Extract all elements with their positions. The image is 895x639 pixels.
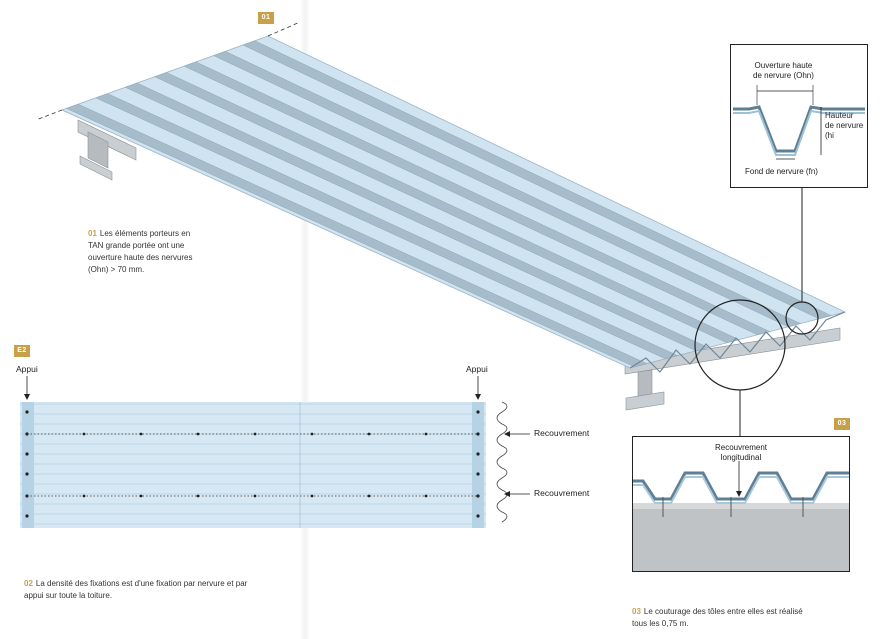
stitch-dot — [424, 494, 428, 498]
fixing-dot — [476, 494, 480, 498]
stitch-dot — [82, 494, 86, 498]
fixing-dot — [476, 452, 480, 456]
fixing-plan-sheets — [20, 402, 486, 528]
caption-02-number: 02 — [24, 579, 33, 588]
left-support-beam — [77, 119, 137, 181]
cut-line-left — [35, 109, 63, 121]
stitch-dot — [253, 432, 257, 436]
longitudinal-overlap-label: Recouvrement longitudinal — [714, 443, 768, 462]
deck-rib — [212, 51, 802, 328]
fixing-dot — [25, 472, 29, 476]
page-fold — [300, 0, 310, 639]
overlap-detail-inset: Recouvrement longitudinal — [632, 436, 850, 572]
figure-badge-03: 03 — [834, 418, 850, 430]
stitch-dot — [139, 432, 143, 436]
stitch-dot — [367, 432, 371, 436]
deck-rib — [95, 93, 679, 360]
stitch-dot — [253, 494, 257, 498]
stitch-dot — [196, 494, 200, 498]
stitch-dot — [196, 432, 200, 436]
rib-profile-inset: Ouverture haute de nervure (Ohn) Hauteur… — [730, 44, 868, 188]
stitch-dot — [139, 494, 143, 498]
fixing-dot — [476, 472, 480, 476]
fixing-dot — [25, 514, 29, 518]
caption-01-number: 01 — [88, 229, 97, 238]
deck-rib — [183, 61, 771, 336]
stitch-dot — [424, 432, 428, 436]
fixing-dot — [476, 410, 480, 414]
stitch-dot — [82, 432, 86, 436]
fixing-dot — [476, 432, 480, 436]
rib-height-label: Hauteur de nervure (hi — [825, 111, 864, 140]
stitch-dot — [367, 494, 371, 498]
stitch-dot — [310, 494, 314, 498]
overlap-label-2: Recouvrement — [534, 488, 590, 498]
deck-front-profile — [629, 311, 846, 373]
overlap-label-1: Recouvrement — [534, 428, 590, 438]
rib-opening-label: Ouverture haute de nervure (Ohn) — [753, 61, 814, 80]
deck-rib — [154, 72, 740, 344]
rib-profile-drawing — [733, 85, 865, 160]
overlap-detail-drawing — [633, 461, 849, 571]
support-right-label: Appui — [466, 364, 488, 374]
deck-rib — [65, 103, 648, 368]
fixing-dot — [476, 514, 480, 518]
deck-rib — [124, 82, 710, 352]
caption-03-number: 03 — [632, 607, 641, 616]
fixing-dot — [25, 410, 29, 414]
rib-bottom-label: Fond de nervure (fn) — [745, 167, 818, 176]
support-left-label: Appui — [16, 364, 38, 374]
support-left-band — [22, 402, 34, 528]
cut-line-top — [267, 21, 301, 37]
right-support-beam — [624, 327, 841, 411]
figure-badge-01: 01 — [258, 12, 274, 24]
figure-badge-02: E2 — [14, 345, 30, 357]
fixing-dot — [25, 452, 29, 456]
deck-rib — [242, 40, 832, 320]
stitch-dot — [310, 432, 314, 436]
deck-ribs — [65, 40, 832, 368]
sheet-edge-profile — [496, 401, 508, 523]
support-right-band — [472, 402, 484, 528]
